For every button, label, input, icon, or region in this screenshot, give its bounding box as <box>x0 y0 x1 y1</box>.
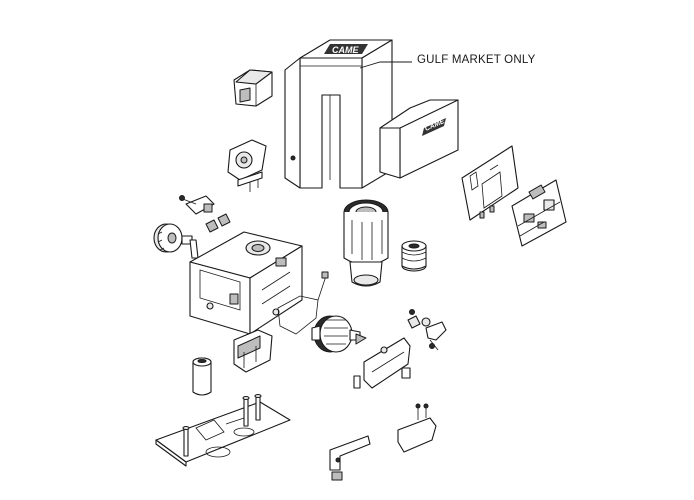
motor-rotor <box>311 315 367 353</box>
gulf-market-callout: GULF MARKET ONLY <box>417 54 536 66</box>
release-device <box>353 337 411 389</box>
cover-logo: CAME <box>324 44 368 55</box>
limit-bracket-left <box>329 435 371 481</box>
side-cover-small <box>233 69 273 107</box>
foundation-plate <box>155 393 291 467</box>
callout-leader <box>359 61 412 69</box>
release-lever-bracket <box>179 195 215 215</box>
gearbox-housing <box>189 231 303 335</box>
electronic-board <box>511 179 567 247</box>
capacitor <box>192 357 212 396</box>
limit-switch-unit <box>227 139 267 192</box>
control-box-cover: CAME <box>379 99 459 179</box>
rubber-mount <box>401 240 427 272</box>
main-cover <box>284 39 393 189</box>
right-hardware <box>407 309 447 351</box>
motor-stator <box>343 199 389 287</box>
control-board-plate <box>461 145 519 221</box>
limit-bracket-right <box>397 403 437 453</box>
small-clips <box>205 213 231 233</box>
gasket <box>277 271 329 335</box>
drive-pinion-gear <box>153 223 193 253</box>
svg-text:CAME: CAME <box>332 45 359 55</box>
transformer <box>233 329 273 373</box>
pin <box>189 239 199 259</box>
